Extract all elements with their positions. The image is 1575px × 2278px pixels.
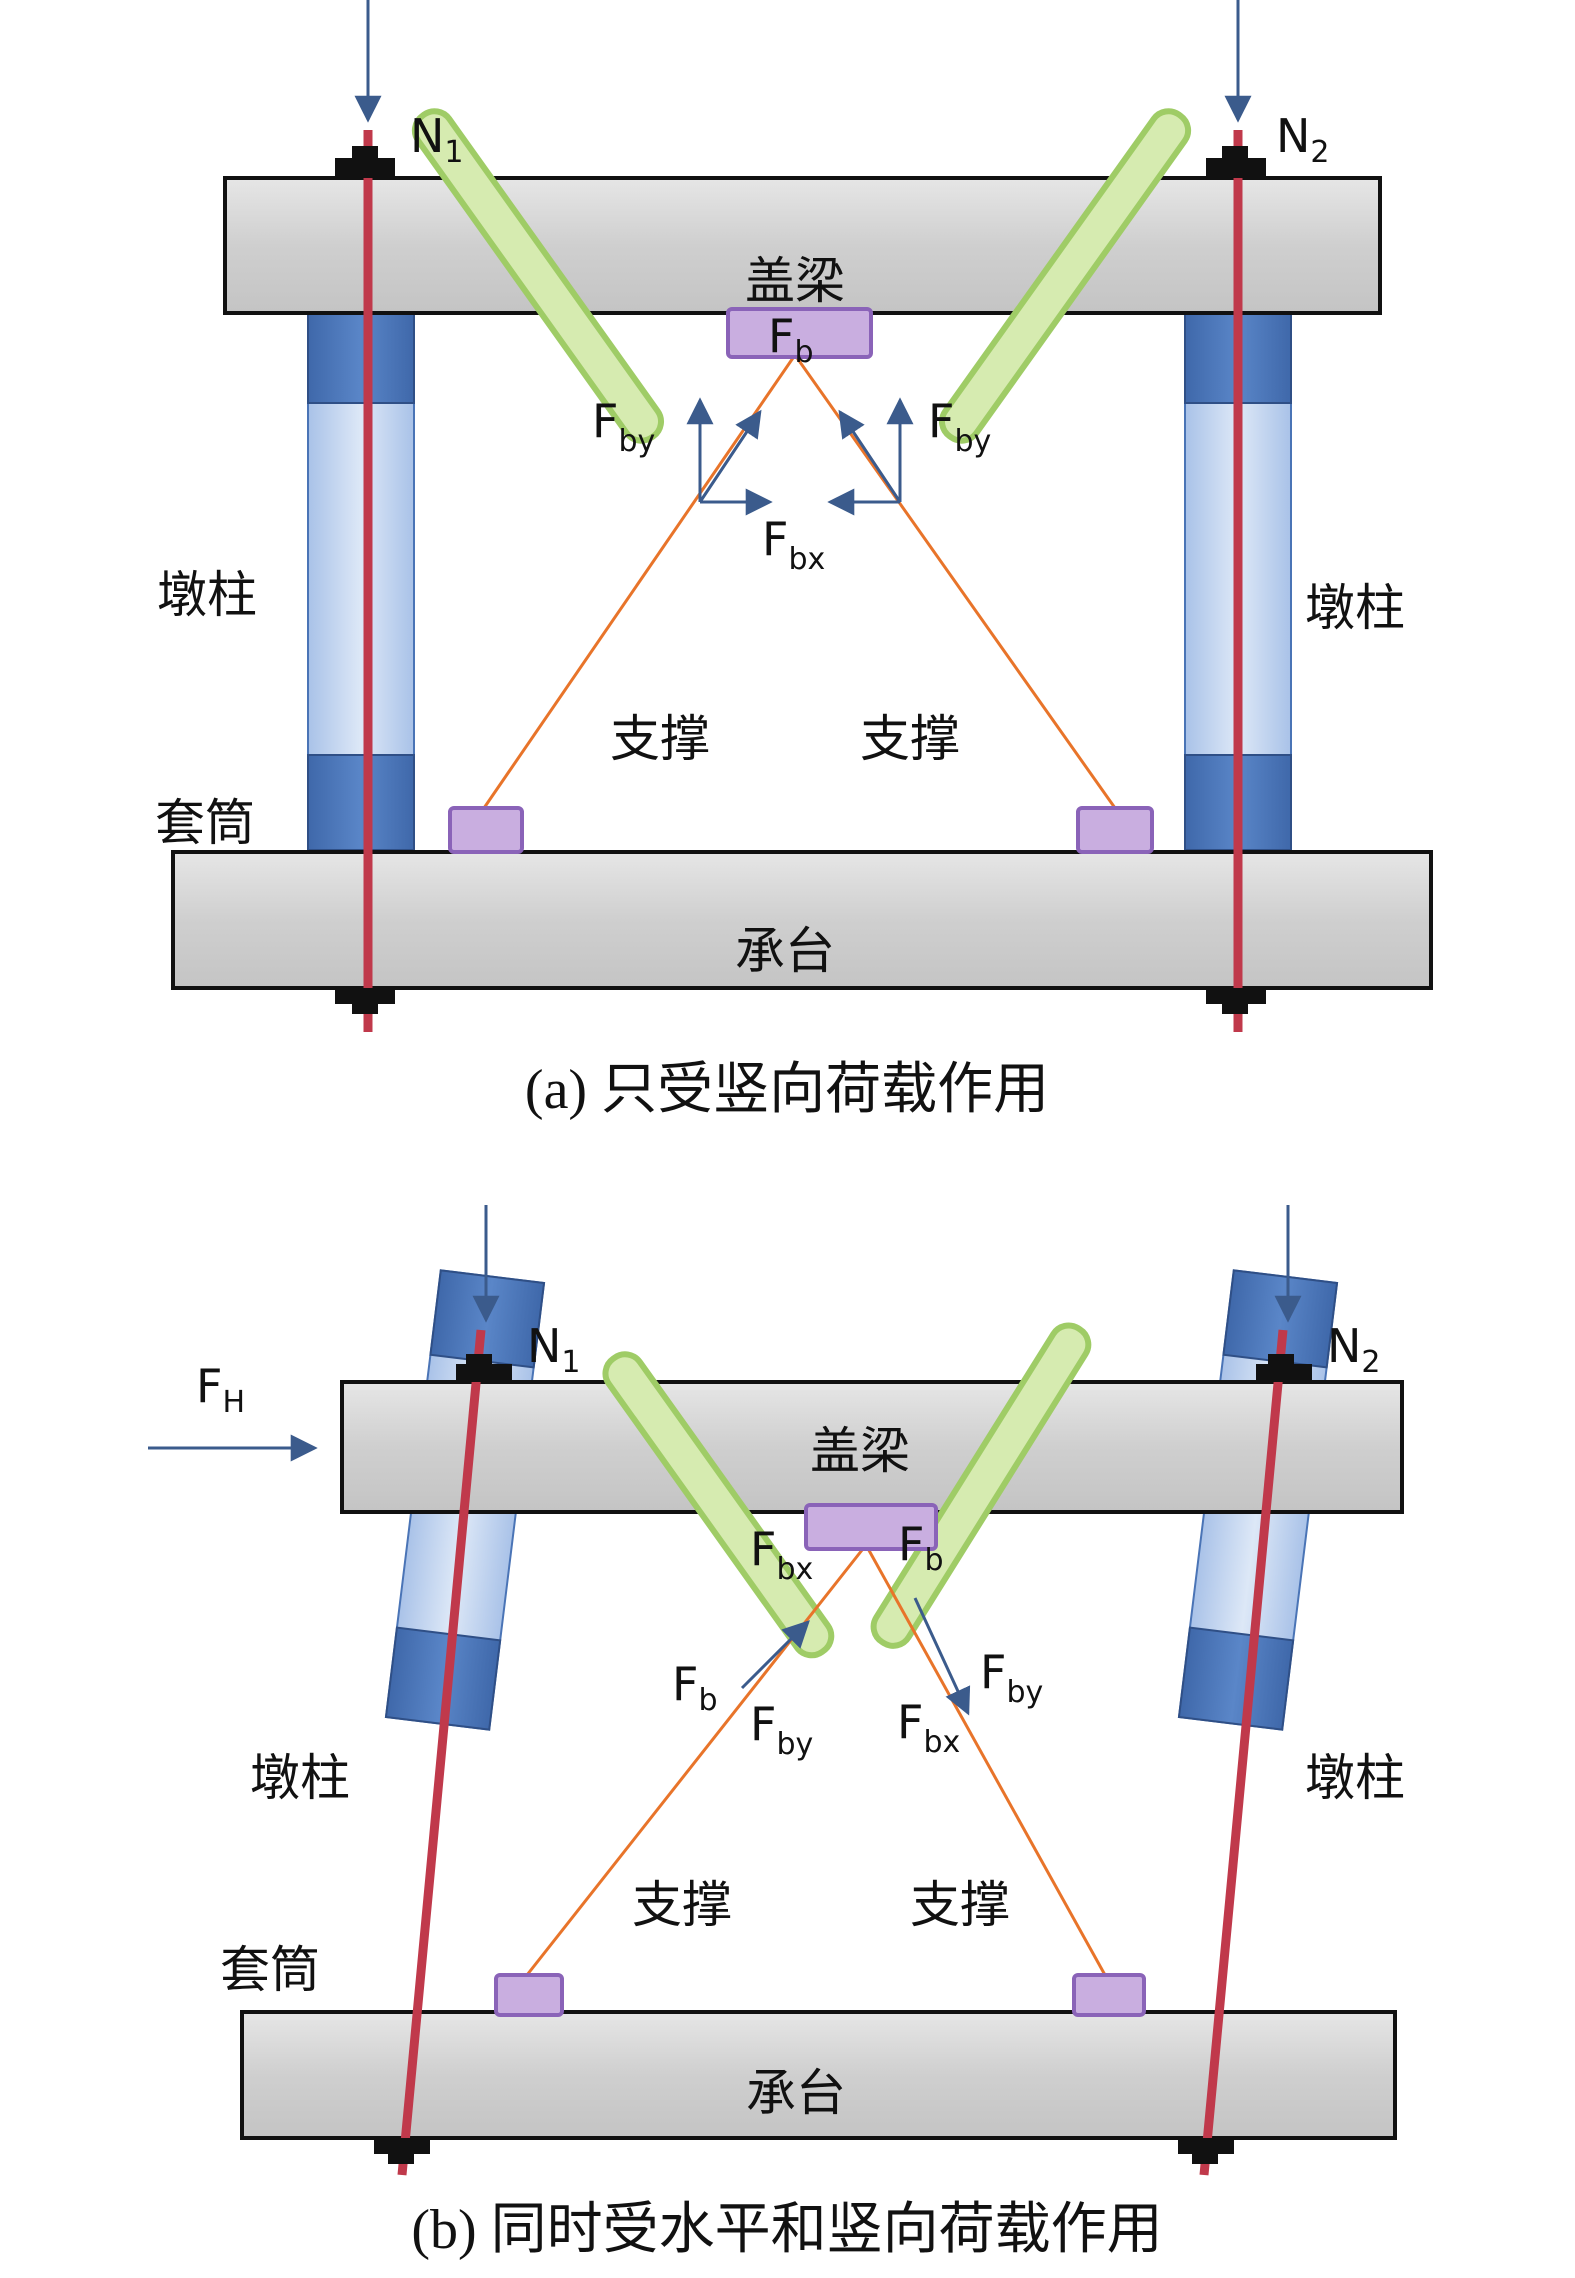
force-arrow-left-b xyxy=(740,1620,810,1690)
bearing-left-a xyxy=(448,806,524,854)
pile-cap-label-b: 承台 xyxy=(746,2064,846,2122)
tendon-left-b xyxy=(397,1329,486,2176)
force-arrows-a xyxy=(686,397,914,516)
pier-right-label-b: 墩柱 xyxy=(1305,1749,1405,1807)
label-fby-left-b: Fby xyxy=(750,1697,813,1762)
bearing-top-b xyxy=(804,1503,938,1551)
bearing-top-a xyxy=(726,307,873,359)
label-fby-right-b: Fby xyxy=(980,1645,1043,1710)
pier-right-label-a: 墩柱 xyxy=(1305,579,1405,637)
cap-beam-label-a: 盖梁 xyxy=(745,252,845,310)
caption-a: (a) 只受竖向荷载作用 xyxy=(525,1059,1049,1121)
panel-b: 盖梁 承台 墩柱 墩柱 套筒 支撑 支撑 N1 N2 FH Fbx Fb Fb … xyxy=(148,1205,1405,2261)
pile-cap-b xyxy=(240,2010,1397,2140)
caption-b: (b) 同时受水平和竖向荷载作用 xyxy=(411,2199,1162,2261)
sleeve-label-b: 套筒 xyxy=(220,1941,320,1999)
label-fby-left-a: Fby xyxy=(592,394,655,459)
label-n2-a: N2 xyxy=(1276,109,1330,170)
label-fbx-a: Fbx xyxy=(762,512,825,577)
brace-right-b xyxy=(870,1322,1092,1649)
label-fh-b: FH xyxy=(196,1359,245,1420)
brace-left-a xyxy=(411,108,665,444)
brace-left-label-a: 支撑 xyxy=(610,710,710,768)
pier-left-label-a: 墩柱 xyxy=(157,566,257,624)
sleeve-label-a: 套筒 xyxy=(155,794,255,852)
label-fbx-top-b: Fbx xyxy=(750,1522,813,1587)
bearing-left-b xyxy=(494,1973,564,2017)
brace-line-left-b xyxy=(525,1544,868,1976)
brace-right-label-b: 支撑 xyxy=(910,1876,1010,1934)
label-fb-left-b: Fb xyxy=(672,1657,718,1718)
tendon-right-b xyxy=(1199,1329,1288,2176)
panel-a: 盖梁 承台 墩柱 墩柱 套筒 支撑 支撑 N1 N2 Fb Fby Fby Fb… xyxy=(155,0,1433,1121)
bearing-right-a xyxy=(1076,806,1154,854)
brace-right-a xyxy=(938,108,1192,444)
pier-left-top-sleeve-a xyxy=(307,312,415,404)
label-fby-right-a: Fby xyxy=(928,394,991,459)
brace-line-right-b xyxy=(864,1544,1107,1976)
sleeve-left-a xyxy=(307,754,415,851)
brace-right-label-a: 支撑 xyxy=(860,710,960,768)
label-fb-top-b: Fb xyxy=(898,1517,944,1578)
anchors-a xyxy=(335,146,1266,1014)
pile-cap-label-a: 承台 xyxy=(735,922,835,980)
label-fb-a: Fb xyxy=(768,309,814,370)
cap-beam-label-b: 盖梁 xyxy=(810,1422,910,1480)
pier-left-a xyxy=(307,312,415,851)
label-fbx-right-b: Fbx xyxy=(897,1695,960,1760)
sleeve-right-b xyxy=(1177,1626,1295,1731)
cap-beam-b xyxy=(340,1380,1404,1514)
force-arrow-right-b xyxy=(913,1597,971,1716)
anchors-b xyxy=(374,1354,1312,2164)
brace-left-label-b: 支撑 xyxy=(632,1876,732,1934)
label-n2-b: N2 xyxy=(1327,1319,1381,1380)
pile-cap-a xyxy=(171,850,1433,990)
brace-left-b xyxy=(602,1351,835,1659)
label-n1-b: N1 xyxy=(527,1319,581,1380)
pier-left-label-b: 墩柱 xyxy=(250,1749,350,1807)
bearing-right-b xyxy=(1072,1973,1146,2017)
label-n1-a: N1 xyxy=(410,109,464,170)
